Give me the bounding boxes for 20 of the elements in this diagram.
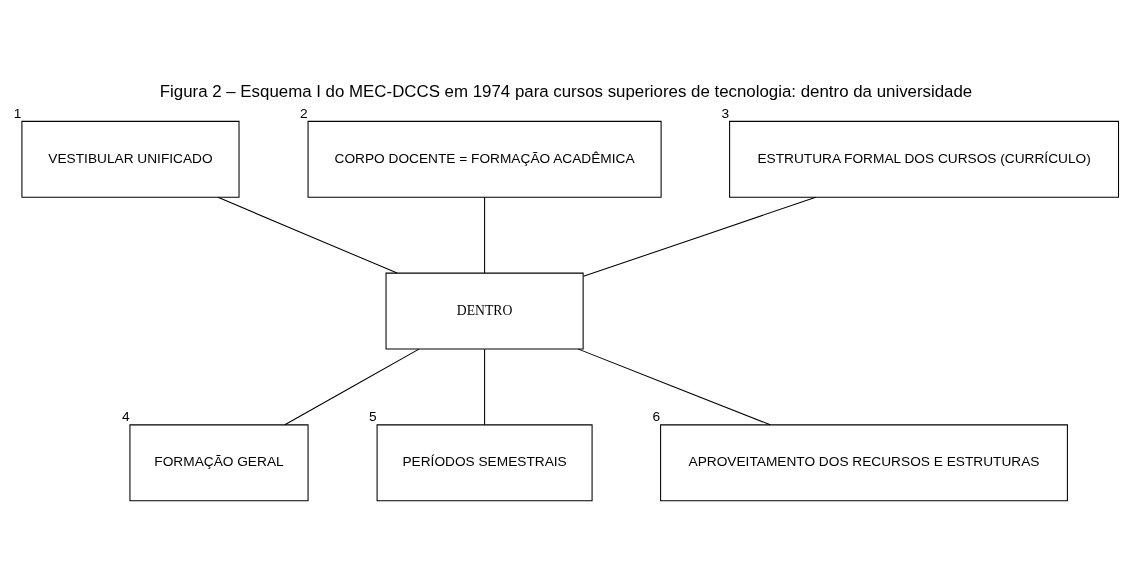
node-label: 4: [121, 408, 130, 424]
connector: [577, 348, 771, 425]
connector: [284, 348, 420, 425]
node-label: 6: [652, 408, 661, 424]
diagram-title: Figura 2 – Esquema I do MEC-DCCS em 1974 para cursos superiores de tecnologia: dentro da universidade: [159, 81, 973, 101]
node-box: CORPO DOCENTE = FORMAÇÃO ACADÊMICA: [307, 120, 662, 198]
node-label: 3: [721, 105, 730, 121]
node-box: PERÍODOS SEMESTRAIS: [376, 423, 593, 501]
node-label: 5: [369, 408, 377, 424]
node-label: 1: [13, 105, 22, 121]
node-box: FORMAÇÃO GERAL: [129, 423, 309, 501]
node-box: ESTRUTURA FORMAL DOS CURSOS (CURRÍCULO): [729, 120, 1120, 198]
connector: [484, 348, 486, 425]
connector: [484, 196, 486, 273]
connector: [217, 196, 398, 274]
node-box: DENTRO: [385, 272, 584, 350]
node-label: 2: [300, 105, 308, 121]
node-box: VESTIBULAR UNIFICADO: [21, 120, 240, 198]
connector: [582, 196, 817, 277]
node-box: APROVEITAMENTO DOS RECURSOS E ESTRUTURAS: [660, 423, 1068, 501]
